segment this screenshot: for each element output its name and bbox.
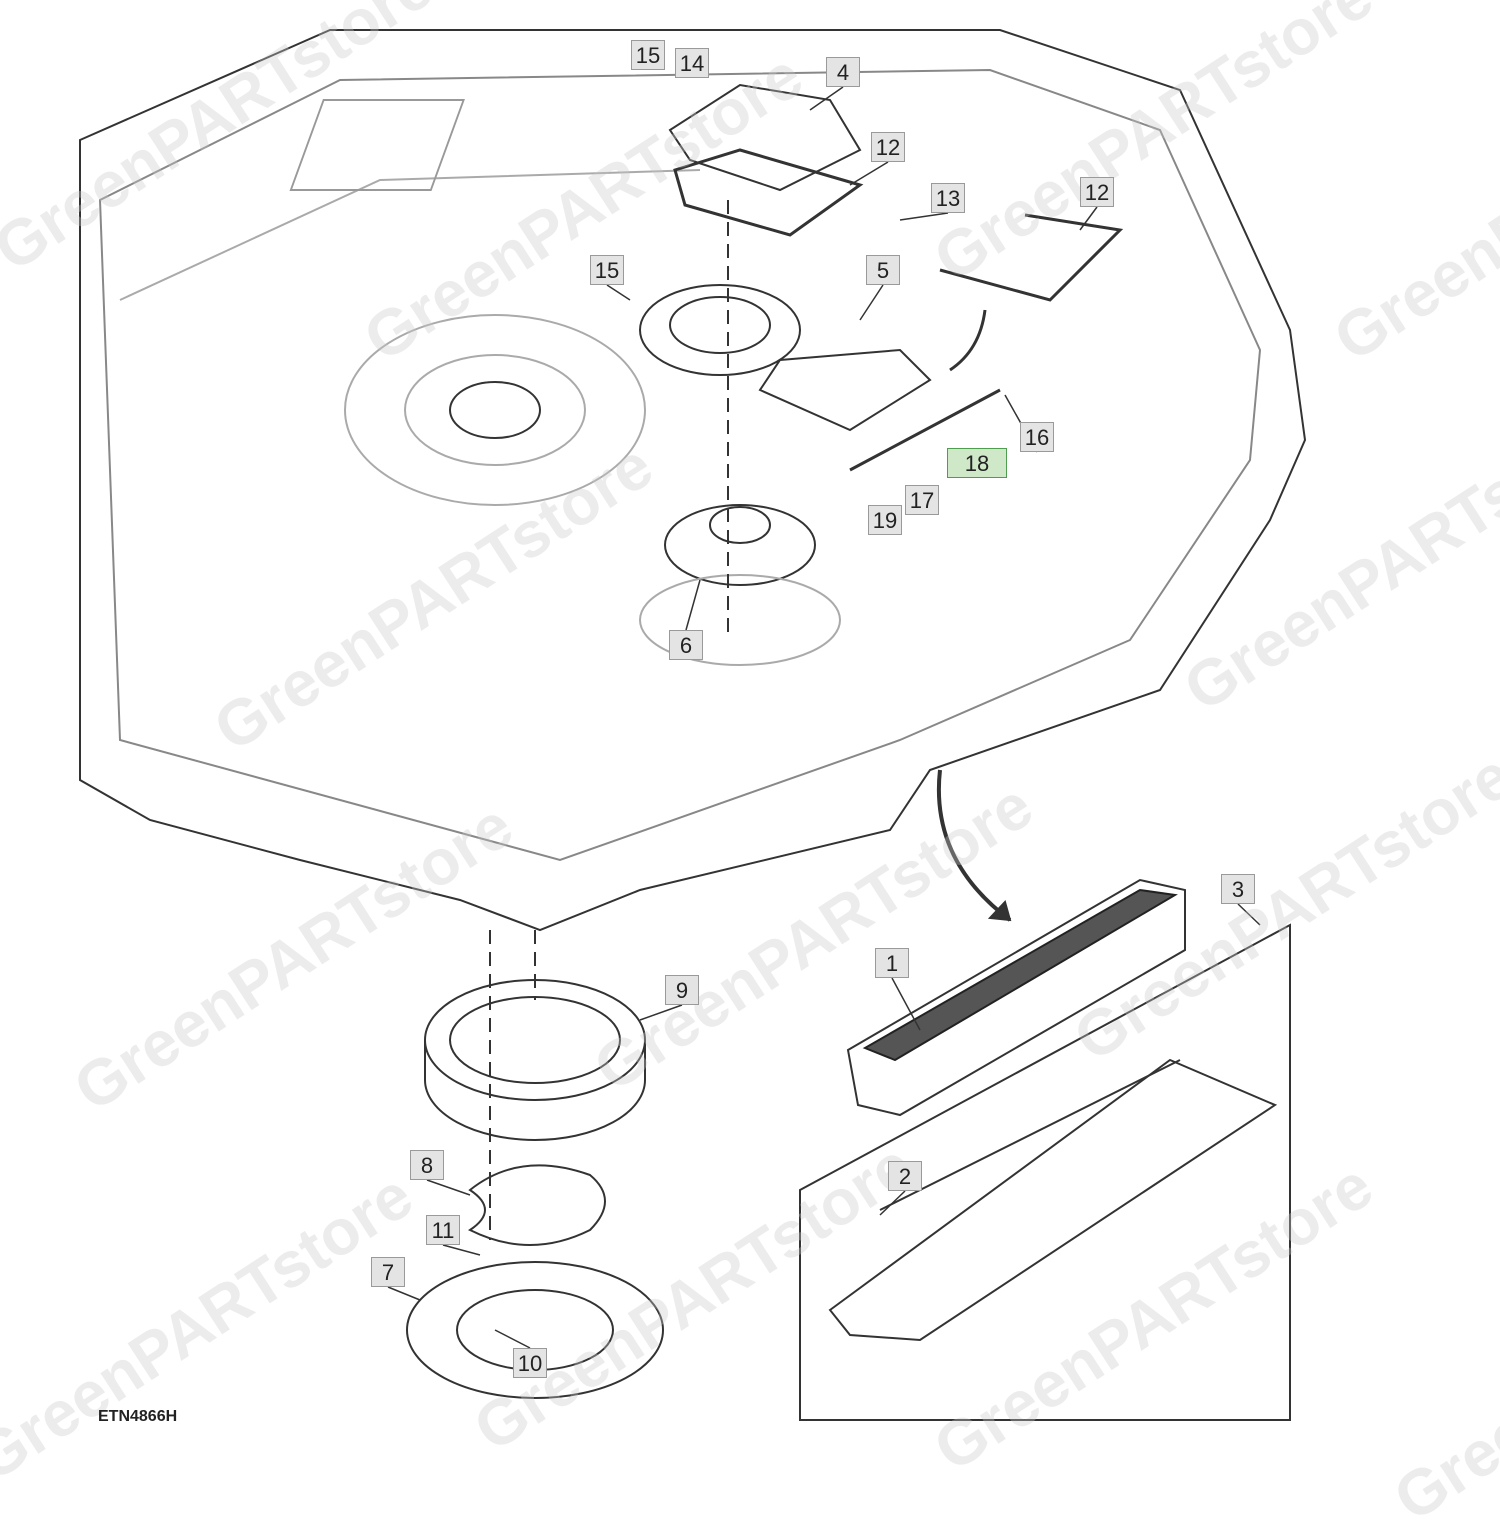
blower-fan (664, 504, 816, 586)
kit-panel (799, 923, 1291, 1421)
callout-1[interactable]: 1 (875, 948, 909, 978)
callout-19[interactable]: 19 (868, 505, 902, 535)
callout-13[interactable]: 13 (931, 183, 965, 213)
callout-6[interactable]: 6 (669, 630, 703, 660)
callout-11[interactable]: 11 (426, 1215, 460, 1245)
callout-17[interactable]: 17 (905, 485, 939, 515)
callout-15[interactable]: 15 (590, 255, 624, 285)
callout-8[interactable]: 8 (410, 1150, 444, 1180)
callout-2[interactable]: 2 (888, 1161, 922, 1191)
figure-id: ETN4866H (98, 1408, 178, 1425)
exploded-parts-diagram (79, 29, 1307, 1421)
base-ring (406, 1261, 664, 1399)
callout-10[interactable]: 10 (513, 1348, 547, 1378)
cabin-filter (846, 878, 1186, 1117)
callout-16[interactable]: 16 (1020, 422, 1054, 452)
gasket (673, 148, 864, 237)
cab-roof-outline (79, 29, 1307, 932)
callout-12[interactable]: 12 (1080, 177, 1114, 207)
gasket-right (939, 213, 1124, 302)
callout-9[interactable]: 9 (665, 975, 699, 1005)
filter-housing (828, 1058, 1278, 1342)
callout-3[interactable]: 3 (1221, 874, 1255, 904)
callout-18-highlighted[interactable]: 18 (947, 448, 1007, 478)
plate (468, 1164, 606, 1246)
callout-12[interactable]: 12 (871, 132, 905, 162)
callout-5[interactable]: 5 (866, 255, 900, 285)
callout-15[interactable]: 15 (631, 40, 665, 70)
callout-7[interactable]: 7 (371, 1257, 405, 1287)
callout-4[interactable]: 4 (826, 57, 860, 87)
callout-14[interactable]: 14 (675, 48, 709, 78)
blower-housing (639, 284, 801, 376)
blower-cover (668, 83, 862, 192)
